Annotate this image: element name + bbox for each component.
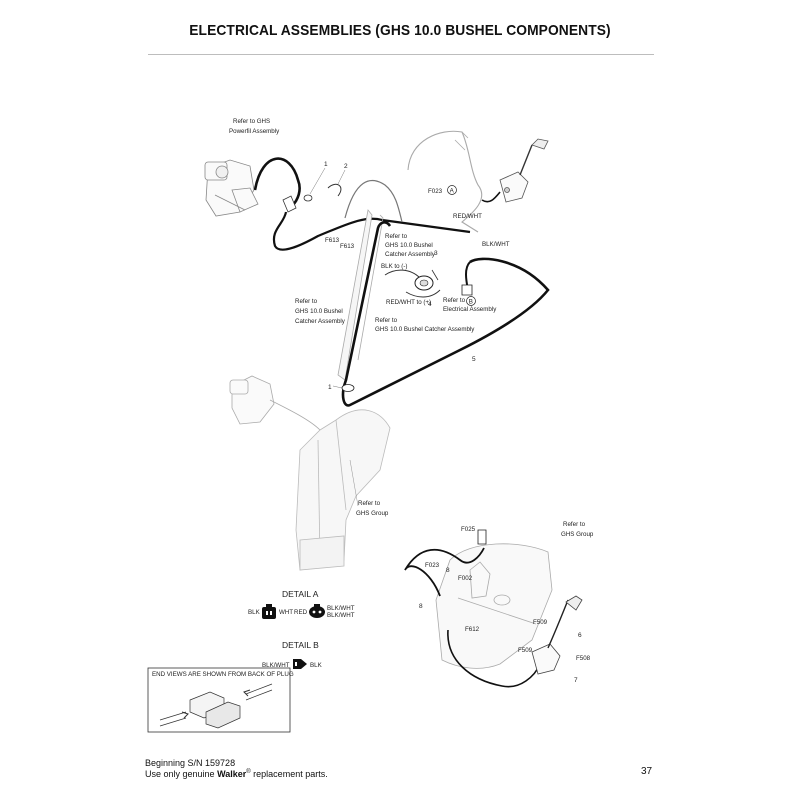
callout-refer-ghs-powerfil: Refer to GHS	[233, 118, 270, 125]
callout-part-7: 7	[574, 677, 578, 684]
callout-red-wht-positive: RED/WHT to (+)	[386, 299, 431, 306]
callout-refer-ghs-group-right: Refer to	[563, 521, 586, 528]
svg-text:Electrical Assembly: Electrical Assembly	[443, 306, 497, 313]
indicator-leads	[384, 269, 421, 279]
callout-refer-catcher: Refer to	[385, 233, 408, 240]
detail-b-blk: BLK	[310, 662, 323, 669]
catcher-harness-curve	[344, 180, 403, 223]
callout-refer-mid: Refer to	[375, 317, 398, 324]
callout-part-5: 5	[472, 356, 476, 363]
connector-f025	[477, 529, 487, 545]
page-title: ELECTRICAL ASSEMBLIES (GHS 10.0 BUSHEL C…	[189, 22, 611, 39]
callout-part-6: 6	[578, 632, 582, 639]
detail-b-connector	[293, 659, 307, 669]
harness-part-5-loop	[341, 221, 550, 407]
svg-text:GHS 10.0 Bushel: GHS 10.0 Bushel	[385, 242, 433, 249]
detail-a-blk-wht-1: BLK/WHT	[327, 605, 355, 612]
svg-text:Catcher Assembly: Catcher Assembly	[295, 318, 346, 325]
powerfil-harness-lead	[253, 157, 301, 207]
svg-text:Powerfil Assembly: Powerfil Assembly	[229, 128, 280, 135]
callout-f613-a: F613	[325, 237, 340, 244]
callout-part-1: 1	[324, 161, 328, 168]
callout-refer-electrical: Refer to	[443, 297, 466, 304]
callout-f002: F002	[458, 575, 473, 582]
callout-blk-wht-top: BLK/WHT	[482, 241, 510, 248]
grommet-part-1	[303, 194, 313, 202]
callout-part-4: 4	[428, 301, 432, 308]
callout-blk-negative: BLK to (-)	[381, 263, 407, 270]
callout-red-wht-top: RED/WHT	[453, 213, 482, 220]
detail-a-red: RED	[294, 609, 308, 616]
discharge-chute	[295, 409, 391, 571]
detail-a-connector-2	[309, 604, 325, 618]
callout-f612: F612	[465, 626, 480, 633]
harness-lower-switch	[447, 629, 541, 688]
callout-part-1-lower: 1	[328, 384, 332, 391]
callout-f023-top: F023	[428, 188, 443, 195]
callout-f509-a: F509	[533, 619, 548, 626]
svg-text:GHS 10.0 Bushel: GHS 10.0 Bushel	[295, 308, 343, 315]
svg-text:GHS Group: GHS Group	[561, 531, 594, 538]
clamp-part-2	[327, 183, 342, 197]
joystick-control-upper	[499, 138, 549, 203]
svg-text:GHS Group: GHS Group	[356, 510, 389, 517]
detail-a-blk: BLK	[248, 609, 261, 616]
svg-text:Catcher Assembly: Catcher Assembly	[385, 251, 436, 258]
detail-a-connector-1	[262, 604, 276, 619]
callout-part-2: 2	[344, 163, 348, 170]
callout-f508: F508	[576, 655, 591, 662]
connector-plug-upper-left	[282, 195, 297, 213]
grommet-part-1-lower	[341, 384, 355, 392]
joystick-control-lower	[531, 595, 583, 675]
callout-f023-bottom: F023	[425, 562, 440, 569]
callout-f509-b: F509	[518, 647, 533, 654]
detail-b-blk-wht: BLK/WHT	[262, 662, 290, 669]
marker-b-circle	[466, 296, 476, 306]
callout-f025: F025	[461, 526, 476, 533]
detail-a-blk-wht-2: BLK/WHT	[327, 612, 355, 619]
callout-part-3: 3	[434, 250, 438, 257]
powerfil-motor-lower	[229, 375, 321, 431]
harness-main-upper	[272, 211, 471, 251]
catcher-housing-lower	[435, 543, 553, 669]
marker-a-circle	[447, 185, 457, 195]
callout-f613-b: F613	[340, 243, 355, 250]
page-number: 37	[641, 766, 653, 777]
powerfil-motor-upper	[204, 159, 259, 217]
light-harness-top	[407, 130, 483, 233]
harness-lower-f025	[404, 547, 485, 597]
footer-brand: Walker	[217, 769, 247, 779]
detail-a-wht: WHT	[279, 609, 293, 616]
connector-b	[461, 284, 473, 296]
marker-a-label: A	[450, 187, 455, 194]
callout-refer-ghs-group: Refer to	[358, 500, 381, 507]
callout-part-8a: 8	[446, 567, 450, 574]
footer-genuine-parts: Use only genuine Walker® replacement par…	[145, 769, 328, 779]
detail-a-title: DETAIL A	[282, 589, 319, 599]
footer-serial: Beginning S/N 159728	[145, 758, 236, 768]
callout-part-8b: 8	[419, 603, 423, 610]
marker-b-label: B	[469, 298, 473, 305]
callout-refer-left: Refer to	[295, 298, 318, 305]
svg-text:GHS 10.0 Bushel Catcher Assemb: GHS 10.0 Bushel Catcher Assembly	[375, 326, 475, 333]
detail-b-title: DETAIL B	[282, 640, 319, 650]
end-view-plug-illustration	[159, 683, 273, 729]
title-divider	[148, 54, 654, 55]
end-view-caption: END VIEWS ARE SHOWN FROM BACK OF PLUG	[152, 671, 294, 678]
